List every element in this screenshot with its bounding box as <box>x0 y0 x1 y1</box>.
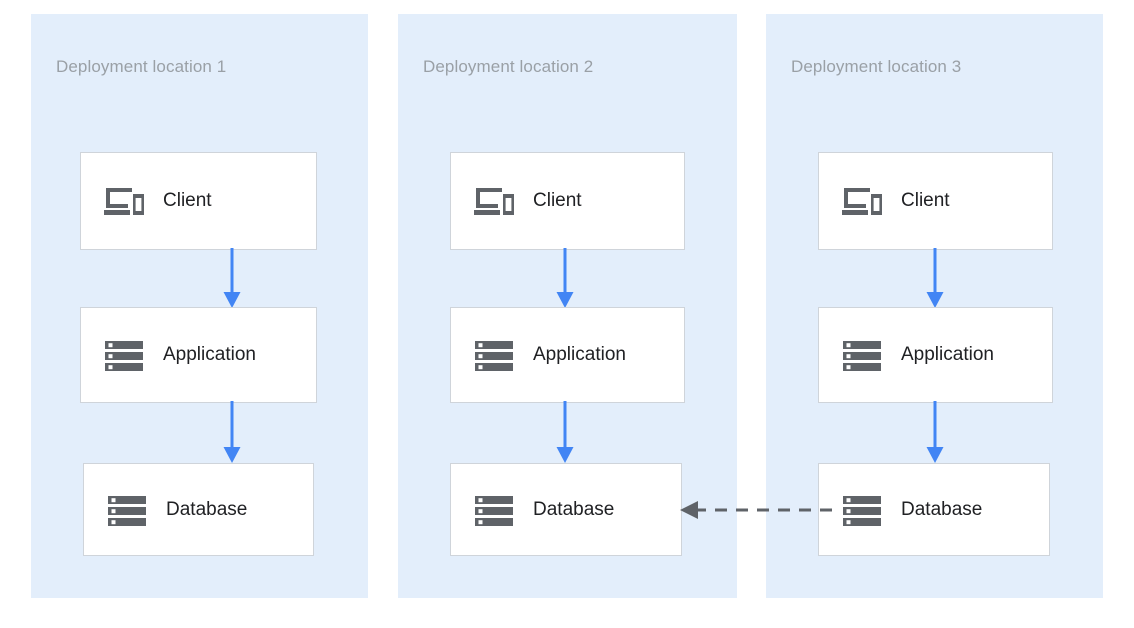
node-database-3[interactable]: Database <box>818 463 1050 556</box>
server-icon <box>103 334 145 376</box>
panel-title-2: Deployment location 2 <box>423 57 594 76</box>
connector-client-to-app-1 <box>221 248 243 310</box>
node-label-application-3: Application <box>901 344 994 365</box>
server-icon <box>473 334 515 376</box>
connector-client-to-app-2 <box>554 248 576 310</box>
node-label-client-1: Client <box>163 190 212 211</box>
node-label-client-2: Client <box>533 190 582 211</box>
node-client-2[interactable]: Client <box>450 152 685 250</box>
deployment-location-panel-1: Deployment location 1 <box>31 14 368 598</box>
deployment-location-panel-3: Deployment location 3 Client <box>766 14 1103 598</box>
node-client-3[interactable]: Client <box>818 152 1053 250</box>
node-label-client-3: Client <box>901 190 950 211</box>
connector-client-to-app-3 <box>924 248 946 310</box>
connector-app-to-database-2 <box>554 401 576 465</box>
server-icon <box>841 334 883 376</box>
devices-icon <box>841 180 883 222</box>
node-application-3[interactable]: Application <box>818 307 1053 403</box>
node-label-application-2: Application <box>533 344 626 365</box>
node-label-database-2: Database <box>533 498 615 520</box>
node-application-1[interactable]: Application <box>80 307 317 403</box>
node-database-1[interactable]: Database <box>83 463 314 556</box>
node-label-application-1: Application <box>163 344 256 365</box>
panel-title-3: Deployment location 3 <box>791 57 962 76</box>
devices-icon <box>103 180 145 222</box>
server-icon <box>841 489 883 531</box>
node-label-database-3: Database <box>901 498 983 520</box>
deployment-location-panel-2: Deployment location 2 Client <box>398 14 737 598</box>
server-icon <box>473 489 515 531</box>
server-icon <box>106 489 148 531</box>
node-label-database-1: Database <box>166 498 248 520</box>
node-database-2[interactable]: Database <box>450 463 682 556</box>
panel-title-1: Deployment location 1 <box>56 57 227 76</box>
node-client-1[interactable]: Client <box>80 152 317 250</box>
node-application-2[interactable]: Application <box>450 307 685 403</box>
devices-icon <box>473 180 515 222</box>
connector-app-to-database-3 <box>924 401 946 465</box>
connector-database3-to-database2-replication <box>668 494 832 526</box>
connector-app-to-database-1 <box>221 401 243 465</box>
